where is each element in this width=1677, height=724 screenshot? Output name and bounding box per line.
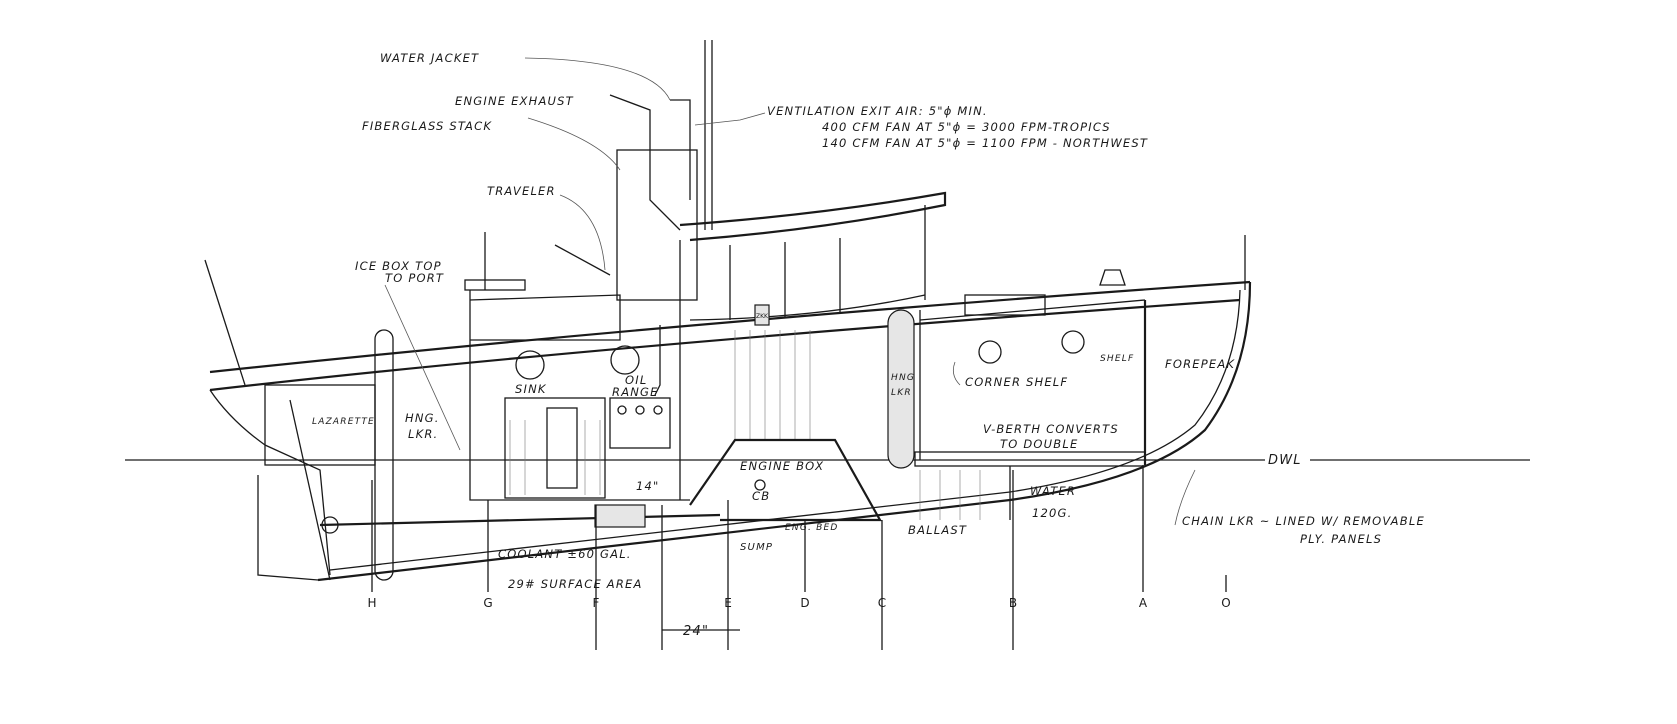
hull-bottom <box>317 281 1252 582</box>
label-traveler: TRAVELER <box>487 184 556 198</box>
v-berth <box>914 451 1146 467</box>
station-a: A <box>1139 596 1148 610</box>
propeller-hub <box>321 516 339 534</box>
burner-knob <box>653 405 663 415</box>
center-of-buoyancy-mark <box>754 479 766 491</box>
label-ice-box-port: TO PORT <box>385 271 444 285</box>
label-coolant: COOLANT ±60 GAL. <box>498 547 632 561</box>
label-engine-box: ENGINE BOX <box>740 459 824 473</box>
station-labels: H G F E D C B A O <box>367 596 1230 610</box>
label-v-berth-double: TO DOUBLE <box>1000 437 1078 451</box>
label-hanging-locker-aft: HNG. <box>405 411 440 425</box>
label-engine-exhaust: ENGINE EXHAUST <box>455 94 574 108</box>
label-range: RANGE <box>612 385 659 399</box>
pilothouse-sill <box>689 294 926 321</box>
station-g: G <box>483 596 492 610</box>
interior-paneling <box>509 330 981 520</box>
label-corner-shelf: CORNER SHELF <box>965 375 1068 389</box>
label-ice-box: ICE BOX TOP <box>355 259 442 273</box>
label-sump: SUMP <box>740 542 773 553</box>
leader-line <box>952 361 961 386</box>
porthole <box>610 345 640 375</box>
label-sink: SINK <box>515 382 547 396</box>
label-chain-locker-panels: PLY. PANELS <box>1300 532 1382 546</box>
label-lazarette: LAZARETTE <box>312 417 375 427</box>
hull-inner <box>329 289 1241 571</box>
station-e: E <box>724 596 732 610</box>
traveler <box>554 244 611 276</box>
burner-knob <box>617 405 627 415</box>
porthole <box>978 340 1002 364</box>
hanging-locker <box>887 309 915 469</box>
label-water-capacity: 120G. <box>1032 506 1073 520</box>
station-f: F <box>593 596 600 610</box>
label-ventilation: VENTILATION EXIT AIR: 5"ϕ MIN. <box>767 104 988 118</box>
cabinet-door <box>546 407 578 489</box>
station-o: O <box>1221 596 1230 610</box>
coupling <box>594 504 646 528</box>
label-hanging-locker-fwd-2: LKR <box>891 388 912 398</box>
bottle <box>754 304 770 326</box>
label-surface-area: 29# SURFACE AREA <box>508 577 643 591</box>
leader-line <box>1174 469 1196 526</box>
label-water-tank: WATER <box>1030 484 1076 498</box>
label-shelf: SHELF <box>1100 354 1134 364</box>
label-forepeak: FOREPEAK <box>1165 357 1235 371</box>
pilothouse-roof <box>679 191 947 242</box>
forward-hatch <box>964 294 1046 316</box>
sink-cabinet <box>504 397 606 499</box>
label-cb: CB <box>752 489 770 503</box>
station-d: D <box>800 596 809 610</box>
dimension-14-inch: 14" <box>636 479 660 493</box>
label-hanging-locker-aft-2: LKR. <box>408 427 438 441</box>
label-water-jacket: WATER JACKET <box>380 51 479 65</box>
porthole <box>515 350 545 380</box>
rail-line <box>209 298 1241 392</box>
boomkin-mast <box>204 259 246 386</box>
fiberglass-stack <box>616 149 698 301</box>
aft-cabin-wall <box>469 290 690 501</box>
range-flue <box>654 325 661 396</box>
label-dwl: DWL <box>1268 453 1302 468</box>
label-ballast: BALLAST <box>908 523 967 537</box>
burner-knob <box>635 405 645 415</box>
propeller-shaft <box>319 513 721 527</box>
anchor-windlass <box>1099 269 1126 286</box>
station-b: B <box>1009 596 1017 610</box>
leader-line <box>694 112 766 126</box>
label-oil: OIL <box>625 373 647 387</box>
label-hanging-locker-fwd: HNG <box>891 373 915 383</box>
station-c: C <box>878 596 886 610</box>
aft-cabin-top <box>469 294 621 341</box>
forward-cabin-top <box>919 299 1146 321</box>
label-ventilation-northwest: 140 CFM FAN AT 5"ϕ = 1100 FPM - NORTHWES… <box>822 136 1148 150</box>
label-chain-locker: CHAIN LKR ~ LINED W/ REMOVABLE <box>1182 514 1425 528</box>
mizzen-post <box>374 329 394 581</box>
station-lines <box>371 465 1227 650</box>
leader-line <box>559 194 606 271</box>
aft-hatch <box>464 279 526 291</box>
rudder <box>257 475 319 581</box>
sheer-line <box>209 280 1251 374</box>
label-v-berth: V-BERTH CONVERTS <box>983 422 1119 436</box>
engine-box <box>689 438 882 522</box>
rudder-stock <box>289 399 331 581</box>
porthole <box>1061 330 1085 354</box>
station-h: H <box>367 596 376 610</box>
label-engine-bed: ENG. BED <box>785 523 839 533</box>
oil-range <box>609 397 671 449</box>
dimension-24-inch: 24" <box>683 624 709 639</box>
lazarette-compartment <box>264 384 376 466</box>
engine-exhaust <box>609 94 681 231</box>
label-ventilation-tropics: 400 CFM FAN AT 5"ϕ = 3000 FPM-TROPICS <box>822 120 1111 134</box>
label-fiberglass-stack: FIBERGLASS STACK <box>362 119 492 133</box>
leader-line <box>524 57 671 101</box>
bottle-label: ZKK <box>756 313 769 320</box>
leader-line <box>527 117 621 171</box>
water-jacket-pipe <box>670 99 691 200</box>
leader-line <box>384 284 461 451</box>
